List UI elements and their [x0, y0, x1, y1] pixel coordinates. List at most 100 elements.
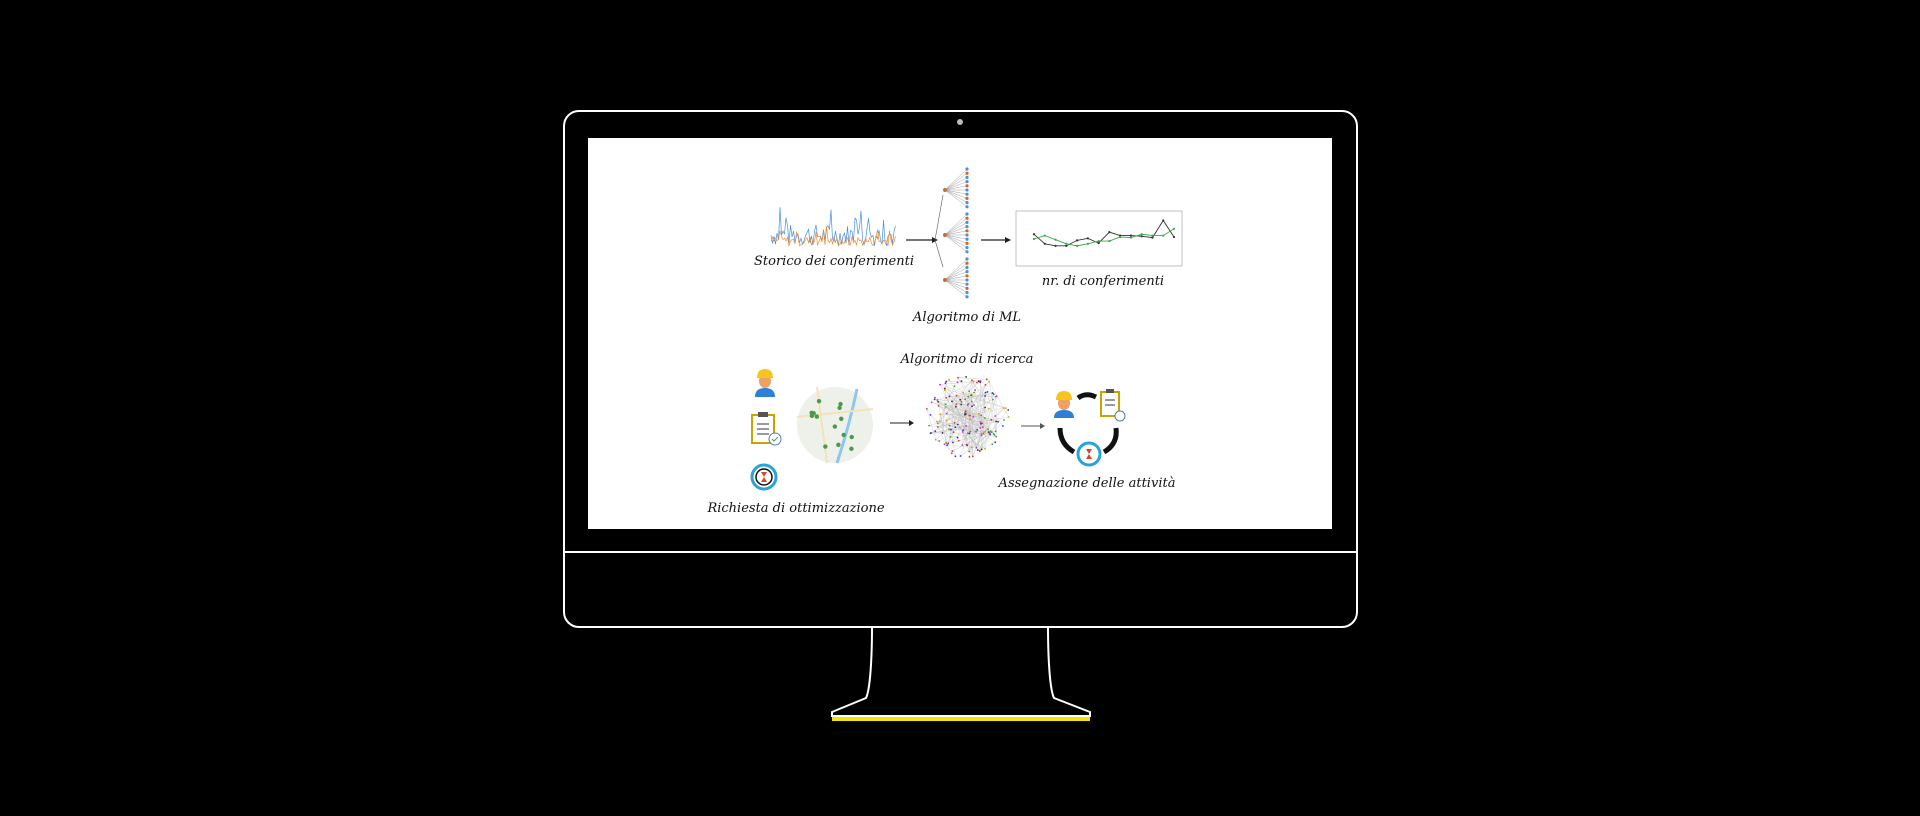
network-node: [955, 403, 958, 406]
history-label: Storico dei conferimenti: [753, 254, 915, 269]
data-point: [1140, 233, 1143, 236]
network-node: [966, 432, 969, 435]
network-node: [990, 431, 993, 434]
history-sparkline: [770, 207, 896, 247]
network-node: [949, 436, 952, 438]
network-node: [928, 424, 931, 427]
network-node: [944, 403, 947, 406]
network-node: [954, 426, 957, 429]
data-point: [1054, 238, 1057, 241]
network-node: [983, 417, 986, 419]
network-node: [979, 381, 982, 384]
network-node: [969, 418, 972, 421]
network-node: [982, 432, 985, 435]
network-node: [950, 452, 953, 455]
search-network-graph: [925, 375, 1010, 458]
network-node: [991, 398, 994, 401]
worker-icon: [755, 369, 775, 397]
monitor-chin-divider: [565, 551, 1356, 553]
network-node: [995, 420, 998, 423]
network-node: [989, 433, 992, 436]
tree-node: [965, 261, 969, 265]
network-node: [948, 428, 951, 430]
data-point: [1162, 234, 1165, 237]
data-point: [1097, 242, 1100, 245]
network-node: [936, 425, 939, 428]
network-node: [1003, 419, 1005, 421]
worker-icon: [1054, 391, 1074, 418]
data-point: [1108, 239, 1111, 243]
data-point: [1065, 242, 1068, 245]
map-marker: [839, 416, 844, 421]
network-node: [956, 423, 959, 426]
data-point: [1172, 227, 1176, 230]
network-node: [969, 430, 972, 433]
network-node: [992, 393, 995, 396]
network-node: [981, 426, 984, 428]
tree-node: [965, 241, 969, 245]
data-point: [1162, 219, 1165, 222]
network-node: [973, 391, 976, 394]
network-node: [925, 407, 928, 410]
forecast-label: nr. di conferimenti: [1041, 274, 1165, 289]
monitor-frame: [563, 110, 1358, 628]
map-marker: [837, 405, 842, 411]
map-marker: [832, 424, 838, 429]
arrow-icon: [890, 420, 914, 426]
tree-node: [965, 291, 969, 295]
network-node: [980, 448, 983, 451]
network-node: [967, 403, 970, 405]
network-node: [976, 449, 979, 452]
data-point: [1032, 237, 1036, 241]
network-node: [948, 424, 951, 427]
network-node: [937, 400, 939, 403]
network-node: [1002, 425, 1004, 427]
tree-node: [965, 192, 969, 196]
data-point: [1172, 235, 1176, 239]
map-marker: [814, 414, 820, 419]
network-node: [994, 415, 997, 417]
network-node: [943, 443, 946, 446]
network-node: [945, 412, 948, 415]
data-point: [1043, 242, 1046, 245]
network-node: [1005, 407, 1007, 409]
tree-node: [965, 216, 969, 220]
map-marker: [838, 401, 843, 407]
tree-node: [965, 180, 969, 184]
network-node: [994, 430, 997, 433]
data-point: [1086, 242, 1089, 245]
network-node: [951, 400, 953, 403]
network-node: [985, 378, 988, 381]
network-node: [936, 399, 939, 401]
network-node: [993, 434, 996, 436]
network-node: [965, 375, 968, 378]
ml-algorithm-label: Algoritmo di ML: [912, 310, 1022, 325]
network-node: [964, 413, 966, 416]
network-node: [968, 450, 971, 453]
arrow-icon: [981, 237, 1011, 243]
data-point: [1151, 234, 1154, 237]
network-node: [965, 425, 967, 427]
network-node: [991, 392, 994, 394]
arrow-icon: [1021, 423, 1045, 429]
network-node: [979, 421, 982, 423]
network-node: [945, 380, 948, 383]
tree-node: [965, 171, 969, 175]
network-node: [944, 382, 947, 385]
forecast-line-chart: [1015, 210, 1183, 267]
network-node: [954, 405, 957, 408]
network-node: [934, 438, 937, 441]
network-node: [948, 378, 950, 381]
network-node: [988, 380, 990, 383]
network-node: [988, 407, 990, 410]
tree-node: [965, 233, 969, 237]
tree-node: [965, 188, 969, 192]
tree-node: [965, 229, 969, 233]
network-node: [937, 405, 940, 407]
network-node: [995, 395, 998, 398]
network-node: [987, 428, 990, 431]
network-node: [945, 419, 948, 422]
network-node: [988, 432, 991, 434]
data-point: [1119, 235, 1122, 239]
